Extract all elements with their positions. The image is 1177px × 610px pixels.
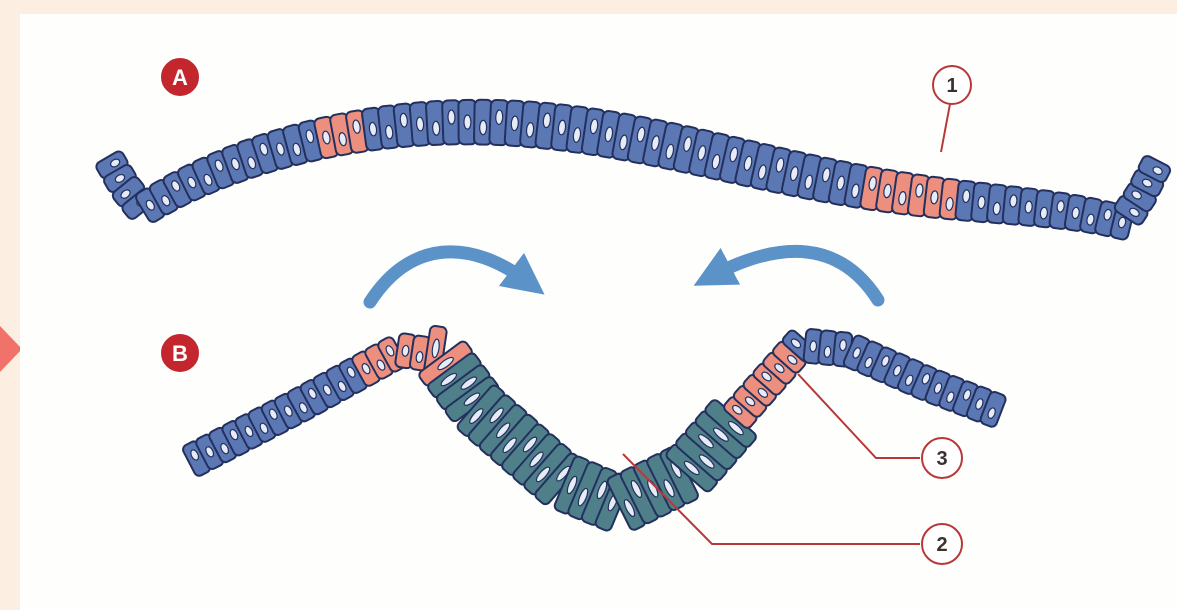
callout-1-label: 1 — [946, 75, 957, 97]
cell-nucleus — [495, 110, 503, 125]
badge-a: A — [160, 57, 200, 97]
badge-b: B — [160, 333, 200, 373]
badge-a-label: A — [172, 65, 188, 90]
cell-nucleus — [839, 339, 847, 350]
callout-2-label: 2 — [936, 534, 947, 556]
cell-nucleus — [448, 110, 455, 124]
callout-1: 1 — [933, 66, 971, 152]
epithelium-strand-a — [94, 100, 1172, 241]
badge-b-label: B — [172, 341, 188, 366]
epithelium-strand-b — [181, 325, 1007, 532]
cell-nucleus — [511, 116, 519, 131]
cell-nucleus — [464, 115, 471, 129]
cell-nucleus — [809, 341, 817, 352]
callout-3-label: 3 — [936, 448, 947, 470]
cell-nucleus — [480, 120, 487, 134]
cell-nucleus — [432, 121, 440, 135]
curved-arrow-icon-right — [712, 251, 878, 300]
cell-nucleus — [824, 346, 832, 357]
curved-arrow-icon-left — [370, 252, 528, 302]
callout-1-line — [941, 104, 950, 152]
